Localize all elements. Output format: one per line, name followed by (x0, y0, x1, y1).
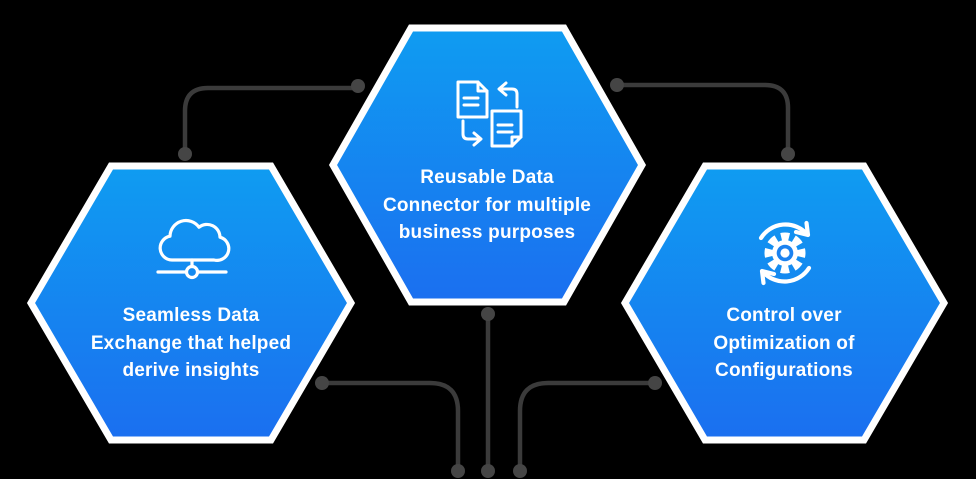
document-2 (490, 109, 523, 148)
transfer-arrow-right (461, 119, 482, 141)
document-1 (456, 80, 489, 119)
connector-line-bottom-left (319, 380, 461, 474)
connector-dot (481, 307, 495, 321)
transfer-arrow-left-head (497, 81, 508, 97)
hexagons (26, 24, 949, 444)
network-node (184, 264, 200, 280)
sync-arc-top (758, 222, 810, 241)
connector-line-top-right (614, 82, 791, 157)
connector-dots (178, 78, 795, 478)
connector-dot (648, 376, 662, 390)
transfer-arrow-right-head (472, 131, 483, 147)
connector-line-bottom-right (517, 380, 658, 474)
connector-dot (451, 464, 465, 478)
connector-dot (351, 79, 365, 93)
connector-dot (481, 464, 495, 478)
hexagon-left (26, 162, 356, 444)
gear-center (780, 248, 790, 258)
connector-dot (513, 464, 527, 478)
connector-line-top-left (182, 85, 361, 157)
sync-arc-top-head (793, 220, 811, 238)
gear (764, 232, 806, 274)
transfer-arrow-left (498, 87, 519, 109)
sync-arrows (758, 220, 812, 286)
cloud-network-icon (156, 218, 231, 280)
document-1-fold (476, 80, 489, 93)
document-2-fold (510, 135, 523, 148)
connector-dot (610, 78, 624, 92)
cloud-shape (158, 218, 231, 262)
hexagon-center (328, 24, 647, 306)
sync-arc-bottom (760, 265, 812, 284)
connector-lines (182, 82, 791, 474)
connector-dot (178, 147, 192, 161)
gear-sync-icon (758, 220, 812, 286)
sync-arc-bottom-head (759, 268, 777, 286)
gear-teeth (764, 232, 806, 274)
connector-dot (315, 376, 329, 390)
connector-dot (781, 147, 795, 161)
document-exchange-icon (456, 80, 523, 148)
hexagon-right (620, 162, 949, 444)
